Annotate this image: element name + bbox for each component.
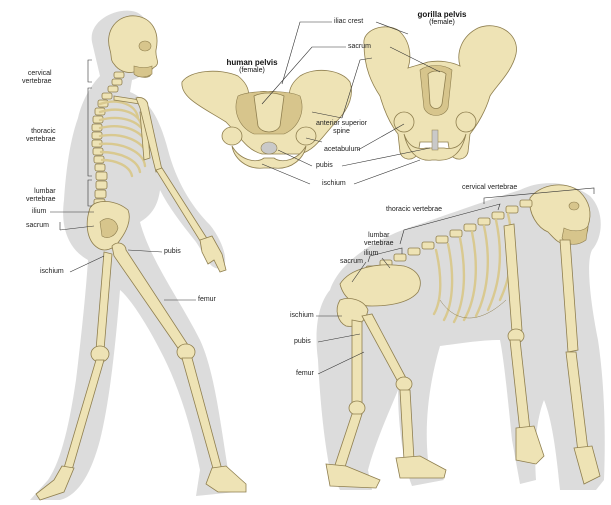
label-human-pubis: pubis <box>164 248 181 256</box>
label-human-lumbar-vertebrae: lumbar vertebrae <box>26 188 56 204</box>
human-pelvis-subtitle: (female) <box>210 67 294 75</box>
human-eye-socket <box>139 41 151 51</box>
label-gorilla-ilium: ilium <box>364 250 378 258</box>
human-pelvis-title-text: human pelvis <box>210 58 294 67</box>
label-pelvis-sacrum: sacrum <box>348 43 371 51</box>
label-human-cervical-vertebrae: cervical vertebrae <box>22 70 52 86</box>
label-pelvis-ischium: ischium <box>322 180 346 188</box>
label-gorilla-lumbar-vertebrae: lumbar vertebrae <box>364 232 394 248</box>
label-human-thoracic-vertebrae: thoracic vertebrae <box>26 128 56 144</box>
human-forearm <box>156 168 208 244</box>
label-iliac-crest: iliac crest <box>334 18 363 26</box>
gorilla-pelvis-title-text: gorilla pelvis <box>398 10 486 19</box>
label-pelvis-pubis: pubis <box>316 162 333 170</box>
label-human-femur: femur <box>198 296 216 304</box>
human-pelvis-title: human pelvis (female) <box>210 58 294 75</box>
gorilla-rear-femur <box>352 320 362 404</box>
gorilla-eye-socket <box>569 202 579 210</box>
gorilla-foot <box>396 456 446 478</box>
label-gorilla-pubis: pubis <box>294 338 311 346</box>
label-gorilla-cervical-vertebrae: cervical vertebrae <box>462 184 517 192</box>
gorilla-pelvis-title: gorilla pelvis (female) <box>398 10 486 27</box>
label-human-sacrum: sacrum <box>26 222 49 230</box>
gorilla-skeleton <box>317 183 605 490</box>
human-jaw <box>134 66 152 77</box>
gorilla-hand <box>516 426 544 464</box>
gorilla-pelvis-detail <box>364 26 517 161</box>
label-human-ilium: ilium <box>32 208 46 216</box>
label-anterior-superior-spine: anterior superior spine <box>316 120 367 136</box>
gorilla-pelvis-subtitle: (female) <box>398 19 486 27</box>
label-gorilla-femur: femur <box>296 370 314 378</box>
label-gorilla-ischium: ischium <box>290 312 314 320</box>
label-gorilla-thoracic-vertebrae: thoracic vertebrae <box>386 206 442 214</box>
label-human-ischium: ischium <box>40 268 64 276</box>
label-acetabulum: acetabulum <box>324 146 360 154</box>
label-gorilla-sacrum: sacrum <box>340 258 363 266</box>
human-foot <box>206 466 246 492</box>
